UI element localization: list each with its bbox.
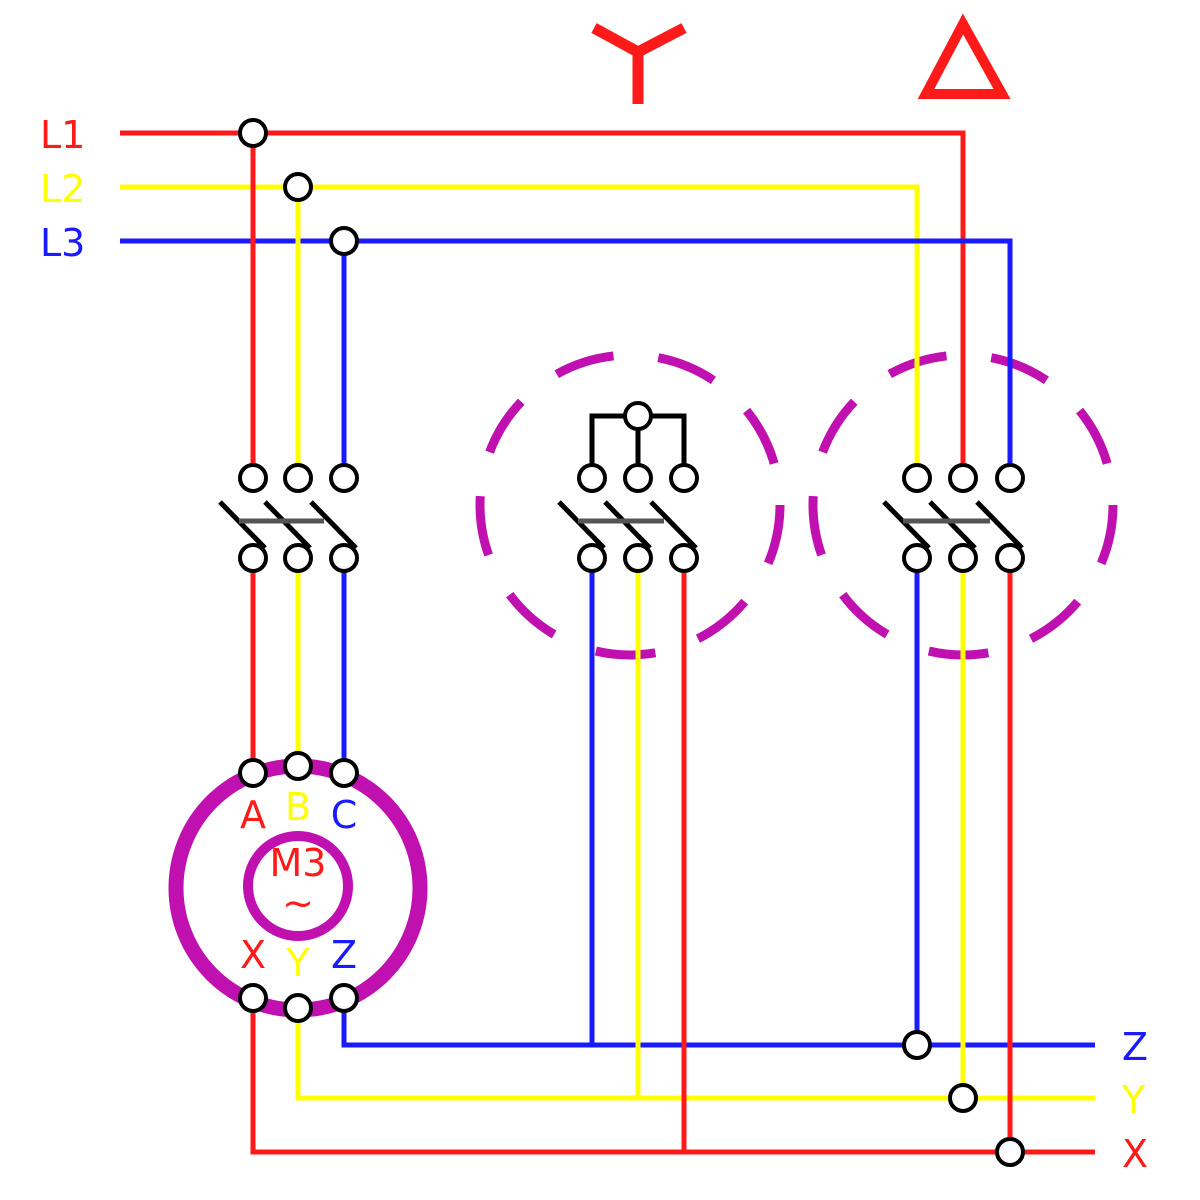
- delta-contactor-terminal: [995, 543, 1025, 573]
- junction-node: [329, 226, 359, 256]
- star-contactor-terminal: [669, 463, 699, 493]
- star-contactor-terminal: [577, 543, 607, 573]
- supply-wires: [120, 130, 1095, 1155]
- main-contactor-terminal: [283, 463, 313, 493]
- star-contact-blade: [557, 500, 606, 550]
- terminal-label-y: Y: [285, 941, 310, 985]
- junction-node: [238, 118, 268, 148]
- star-contact-blade: [603, 500, 652, 550]
- junction-node: [283, 172, 313, 202]
- main-contactor-terminal: [329, 543, 359, 573]
- motor-symbol: M3: [270, 841, 327, 885]
- terminal-label-c: C: [331, 793, 358, 837]
- line-label-l2: L2: [40, 167, 85, 211]
- main-contactor-terminal: [329, 463, 359, 493]
- delta-contactor-terminal: [902, 463, 932, 493]
- junction-node: [238, 983, 268, 1013]
- junction-node: [283, 993, 313, 1023]
- star-symbol: [591, 23, 687, 104]
- junction-node: [283, 751, 313, 781]
- output-label-y: Y: [1121, 1078, 1146, 1122]
- junction-node: [329, 758, 359, 788]
- terminal-label-x: X: [240, 933, 266, 977]
- delta-contactor-terminal: [948, 463, 978, 493]
- line-label-l3: L3: [40, 221, 85, 265]
- delta-contact-blade: [975, 500, 1024, 550]
- main-contactor-terminal: [283, 543, 313, 573]
- star-contactor-terminal: [623, 543, 653, 573]
- output-label-z: Z: [1122, 1025, 1148, 1069]
- star-contactor-group: [475, 350, 785, 660]
- main-contact-blade: [309, 500, 358, 550]
- main-contactor-terminal: [238, 543, 268, 573]
- junction-node: [902, 1030, 932, 1060]
- star-contactor-terminal: [577, 463, 607, 493]
- delta-contact-blade: [928, 500, 977, 550]
- output-label-x: X: [1122, 1132, 1148, 1176]
- line-label-l1: L1: [40, 113, 85, 157]
- junction-node: [948, 1083, 978, 1113]
- junction-node: [238, 758, 268, 788]
- delta-contact-blade: [882, 500, 931, 550]
- delta-contactor-terminal: [902, 543, 932, 573]
- junction-node: [329, 983, 359, 1013]
- delta-contactor-terminal: [995, 463, 1025, 493]
- junction-node: [995, 1137, 1025, 1167]
- star-contactor-terminal: [669, 543, 699, 573]
- main-contact-blade: [218, 500, 267, 550]
- delta-contactor-terminal: [948, 543, 978, 573]
- motor: M3 ~ A B C X Y Z: [168, 758, 428, 1018]
- terminal-label-z: Z: [331, 933, 357, 977]
- main-contactor-terminal: [238, 463, 268, 493]
- terminal-label-a: A: [240, 793, 266, 837]
- delta-symbol: [917, 13, 1011, 99]
- motor-ac-symbol: ~: [282, 881, 314, 925]
- terminal-label-b: B: [285, 785, 311, 829]
- junction-node: [623, 401, 653, 431]
- star-contact-blade: [649, 500, 698, 550]
- star-contactor-terminal: [623, 463, 653, 493]
- main-contact-blade: [263, 500, 312, 550]
